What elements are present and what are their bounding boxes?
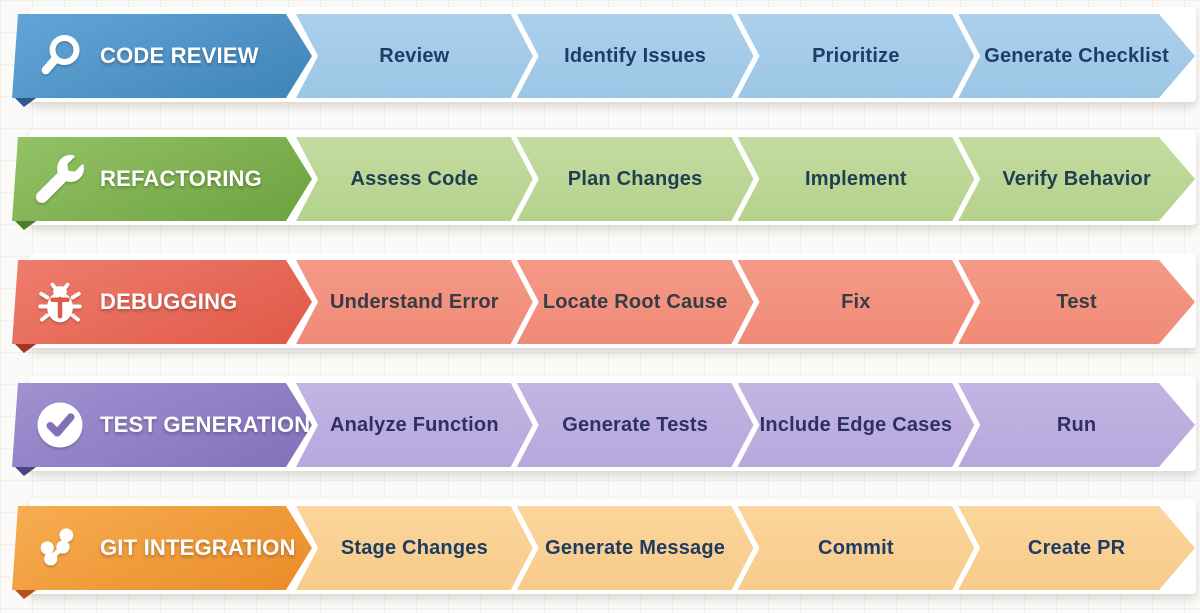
check-circle-icon	[36, 401, 84, 449]
workflow-row-test-generation: TEST GENERATION Analyze Function Generat…	[0, 376, 1200, 476]
stage-title: REFACTORING	[100, 166, 262, 191]
step-chevron-test-generation-4: Run	[958, 383, 1195, 467]
step-chevron-code-review-4: Generate Checklist	[958, 14, 1195, 98]
workflow-row-code-review: CODE REVIEW Review Identify Issues Prior…	[0, 7, 1200, 107]
bug-icon	[36, 278, 84, 326]
ribbon-fold	[13, 588, 39, 599]
step-label: Stage Changes	[340, 536, 488, 559]
step-chevron-refactoring-1: Assess Code	[296, 137, 533, 221]
step-label: Assess Code	[350, 167, 479, 190]
stage-header: TEST GENERATION	[12, 383, 312, 467]
chevron-strip: CODE REVIEW Review Identify Issues Prior…	[0, 14, 1200, 98]
stage-title: GIT INTEGRATION	[100, 535, 296, 560]
step-label: Run	[1056, 413, 1097, 436]
stage-title: TEST GENERATION	[100, 412, 311, 437]
step-chevron-refactoring-3: Implement	[738, 137, 975, 221]
step-chevron-test-generation-3: Include Edge Cases	[738, 383, 975, 467]
chevron-strip: TEST GENERATION Analyze Function Generat…	[0, 383, 1200, 467]
step-chevron-debugging-2: Locate Root Cause	[517, 260, 754, 344]
magnifier-icon	[36, 32, 84, 80]
workflow-row-git-integration: GIT INTEGRATION Stage Changes Generate M…	[0, 499, 1200, 599]
stage-title: DEBUGGING	[100, 289, 238, 314]
step-chevron-refactoring-4: Verify Behavior	[958, 137, 1195, 221]
step-label: Identify Issues	[564, 44, 707, 67]
step-label: Fix	[841, 290, 871, 313]
step-chevron-code-review-2: Identify Issues	[517, 14, 754, 98]
ribbon-fold	[13, 342, 39, 353]
chevron-strip: DEBUGGING Understand Error Locate Root C…	[0, 260, 1200, 344]
step-label: Generate Tests	[562, 413, 709, 436]
step-label: Generate Message	[545, 536, 726, 559]
chevron-strip: REFACTORING Assess Code Plan Changes Imp…	[0, 137, 1200, 221]
step-label: Review	[379, 44, 450, 67]
workflow-row-refactoring: REFACTORING Assess Code Plan Changes Imp…	[0, 130, 1200, 230]
workflow-rows: CODE REVIEW Review Identify Issues Prior…	[0, 7, 1200, 599]
step-chevron-refactoring-2: Plan Changes	[517, 137, 754, 221]
step-chevron-code-review-1: Review	[296, 14, 533, 98]
step-chevron-test-generation-2: Generate Tests	[517, 383, 754, 467]
step-chevron-git-integration-3: Commit	[738, 506, 975, 590]
step-label: Verify Behavior	[1002, 167, 1151, 190]
stage-header: GIT INTEGRATION	[12, 506, 312, 590]
stage-header: CODE REVIEW	[12, 14, 312, 98]
chevron-strip: GIT INTEGRATION Stage Changes Generate M…	[0, 506, 1200, 590]
step-chevron-git-integration-4: Create PR	[958, 506, 1195, 590]
step-chevron-debugging-3: Fix	[738, 260, 975, 344]
git-branch-icon	[36, 524, 84, 572]
step-chevron-git-integration-2: Generate Message	[517, 506, 754, 590]
stage-header: REFACTORING	[12, 137, 312, 221]
step-label: Locate Root Cause	[542, 290, 728, 313]
step-chevron-git-integration-1: Stage Changes	[296, 506, 533, 590]
stage-header: DEBUGGING	[12, 260, 312, 344]
step-label: Plan Changes	[567, 167, 703, 190]
step-label: Understand Error	[329, 290, 499, 313]
step-label: Analyze Function	[329, 413, 499, 436]
step-label: Generate Checklist	[984, 44, 1170, 67]
ribbon-fold	[13, 219, 39, 230]
ribbon-fold	[13, 465, 39, 476]
step-label: Test	[1056, 290, 1097, 313]
ribbon-fold	[13, 96, 39, 107]
step-label: Implement	[804, 167, 907, 190]
wrench-icon	[36, 155, 84, 203]
workflow-row-debugging: DEBUGGING Understand Error Locate Root C…	[0, 253, 1200, 353]
step-chevron-code-review-3: Prioritize	[738, 14, 975, 98]
stage-title: CODE REVIEW	[100, 43, 259, 68]
step-chevron-debugging-4: Test	[958, 260, 1195, 344]
step-label: Create PR	[1027, 536, 1126, 559]
step-chevron-test-generation-1: Analyze Function	[296, 383, 533, 467]
step-label: Commit	[818, 536, 894, 559]
step-label: Prioritize	[812, 44, 900, 67]
step-label: Include Edge Cases	[759, 413, 953, 436]
step-chevron-debugging-1: Understand Error	[296, 260, 533, 344]
